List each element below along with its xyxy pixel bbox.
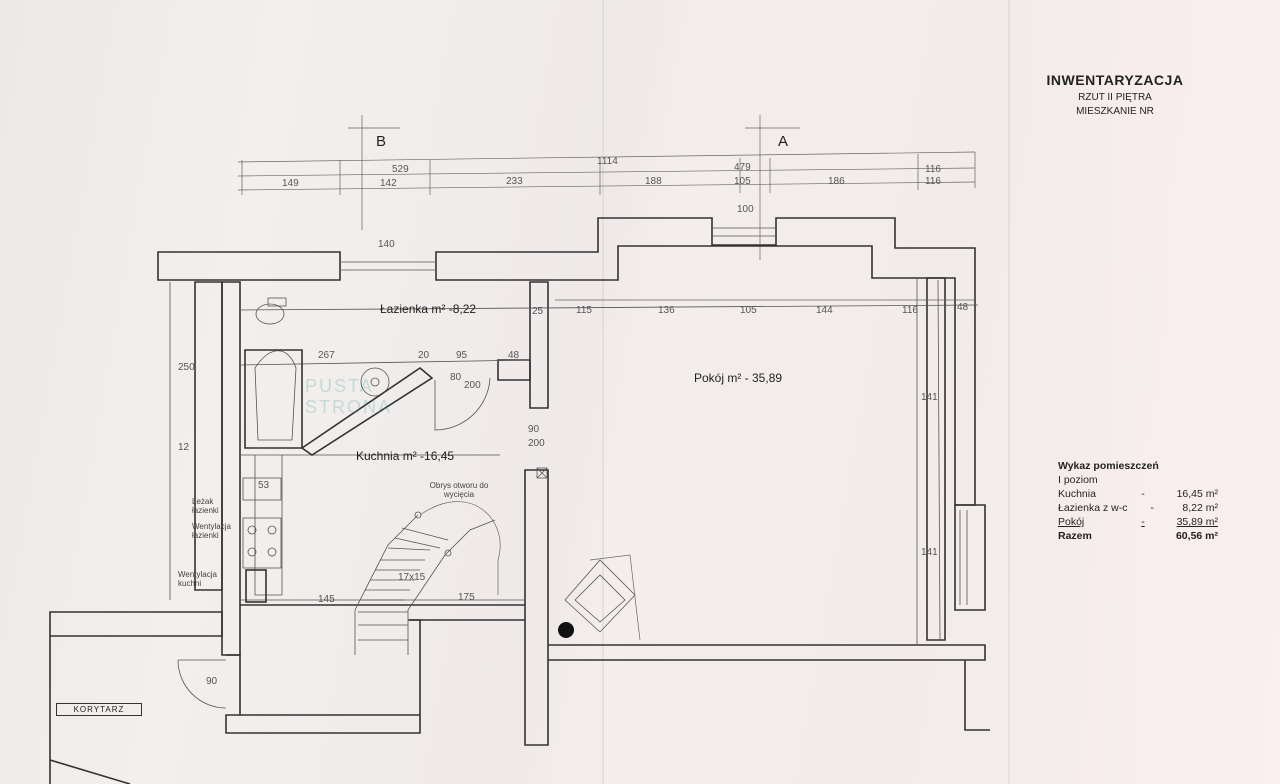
legend-subtitle: I poziom bbox=[1058, 474, 1098, 486]
room-label-kuchnia: Kuchnia m² -16,45 bbox=[356, 449, 455, 463]
dimension-labels: 529 1114 479 116 149 142 233 188 105 186… bbox=[178, 156, 969, 687]
dim-116b: 116 bbox=[925, 176, 941, 187]
kitchen-stove bbox=[242, 477, 282, 603]
dim-door-90: 90 bbox=[206, 676, 218, 687]
lezak-note: Leżak łazienki bbox=[192, 497, 219, 515]
dim-267: 267 bbox=[318, 350, 335, 361]
title-block: INWENTARYZACJA RZUT II PIĘTRA MIESZKANIE… bbox=[1015, 72, 1215, 117]
entry-door bbox=[177, 659, 227, 709]
legend-row: Pokój - 35,89 m² bbox=[1058, 516, 1218, 528]
dim-142: 142 bbox=[380, 178, 397, 189]
toilet bbox=[255, 297, 287, 325]
room-fixture bbox=[536, 467, 641, 641]
legend-room-area: 8,22 m² bbox=[1182, 502, 1218, 514]
dim-stairs: 17x15 bbox=[398, 572, 426, 583]
dim-kit-200: 200 bbox=[528, 438, 545, 449]
dim-48: 48 bbox=[957, 302, 969, 313]
legend-dash: - bbox=[1141, 516, 1145, 528]
dim-115: 115 bbox=[576, 305, 592, 316]
dim-door-200: 200 bbox=[464, 380, 481, 391]
dim-105a: 105 bbox=[734, 176, 751, 187]
dim-116a: 116 bbox=[925, 164, 941, 175]
dim-250: 250 bbox=[178, 362, 195, 373]
dim-95: 95 bbox=[456, 350, 468, 361]
legend-total-row: Razem 60,56 m² bbox=[1058, 530, 1218, 542]
room-list-legend: Wykaz pomieszczeń I poziom Kuchnia - 16,… bbox=[1058, 460, 1218, 542]
top-dimension-lines bbox=[237, 115, 976, 260]
corridor-label: KORYTARZ bbox=[56, 703, 142, 716]
legend-dash: - bbox=[1150, 502, 1154, 514]
title-floor: RZUT II PIĘTRA bbox=[1078, 92, 1152, 103]
dim-53: 53 bbox=[258, 480, 270, 491]
dim-233: 233 bbox=[506, 176, 523, 187]
stairs-opening-note: Obrys otworu do wycięcia bbox=[429, 481, 489, 499]
dim-win-100: 100 bbox=[737, 204, 754, 215]
interior-lines bbox=[169, 278, 979, 645]
faint-watermark: PUSTA STRONA bbox=[305, 376, 393, 417]
legend-room-area: 16,45 m² bbox=[1176, 488, 1218, 500]
dim-48b: 48 bbox=[508, 350, 520, 361]
room-label-pokoj: Pokój m² - 35,89 bbox=[694, 371, 783, 385]
dim-188: 188 bbox=[645, 176, 662, 187]
dim-door-80: 80 bbox=[450, 372, 462, 383]
legend-room-name: Łazienka z w-c bbox=[1058, 502, 1128, 514]
walls bbox=[49, 217, 990, 784]
dim-105: 105 bbox=[740, 305, 757, 316]
dim-144: 144 bbox=[816, 305, 833, 316]
legend-row: Łazienka z w-c - 8,22 m² bbox=[1058, 502, 1218, 514]
dim-149: 149 bbox=[282, 178, 299, 189]
dim-1114: 1114 bbox=[597, 156, 618, 167]
dim-kit-90: 90 bbox=[528, 424, 540, 435]
bathroom-wall-diagonal bbox=[300, 366, 491, 456]
legend-room-area: 35,89 m² bbox=[1176, 516, 1218, 528]
dim-win-140: 140 bbox=[378, 239, 395, 250]
dim-12: 12 bbox=[178, 442, 190, 453]
legend-total-area: 60,56 m² bbox=[1175, 530, 1218, 542]
legend-room-name: Kuchnia bbox=[1058, 488, 1096, 500]
legend-dash: - bbox=[1141, 488, 1145, 500]
windows bbox=[340, 227, 968, 605]
legend-row: Kuchnia - 16,45 m² bbox=[1058, 488, 1218, 500]
dim-141: 141 bbox=[921, 392, 938, 403]
dim-186: 186 bbox=[828, 176, 845, 187]
legend-total-name: Razem bbox=[1058, 530, 1092, 542]
dim-529: 529 bbox=[392, 164, 409, 175]
staircase bbox=[354, 501, 501, 655]
dim-141b: 141 bbox=[921, 547, 938, 558]
axis-b-label: B bbox=[376, 133, 387, 150]
dim-20: 20 bbox=[418, 350, 430, 361]
title-apartment: MIESZKANIE NR bbox=[1076, 106, 1154, 117]
dim-479: 479 bbox=[734, 162, 751, 173]
dim-175: 175 bbox=[458, 592, 475, 603]
room-label-lazienka: Łazienka m² -8,22 bbox=[380, 302, 477, 316]
ventilation-bath-note: Wentylacja łazienki bbox=[192, 522, 231, 540]
legend-title: Wykaz pomieszczeń bbox=[1058, 460, 1159, 472]
dim-116: 116 bbox=[902, 305, 918, 316]
ventilation-kitchen-note: Wentylacja kuchni bbox=[178, 570, 217, 588]
legend-room-name: Pokój bbox=[1058, 516, 1085, 528]
dim-25: 25 bbox=[532, 306, 544, 317]
axis-a-label: A bbox=[778, 133, 789, 150]
title-main: INWENTARYZACJA bbox=[1046, 72, 1184, 88]
dim-145: 145 bbox=[318, 594, 335, 605]
washbasin bbox=[360, 367, 390, 397]
dim-136: 136 bbox=[658, 305, 675, 316]
